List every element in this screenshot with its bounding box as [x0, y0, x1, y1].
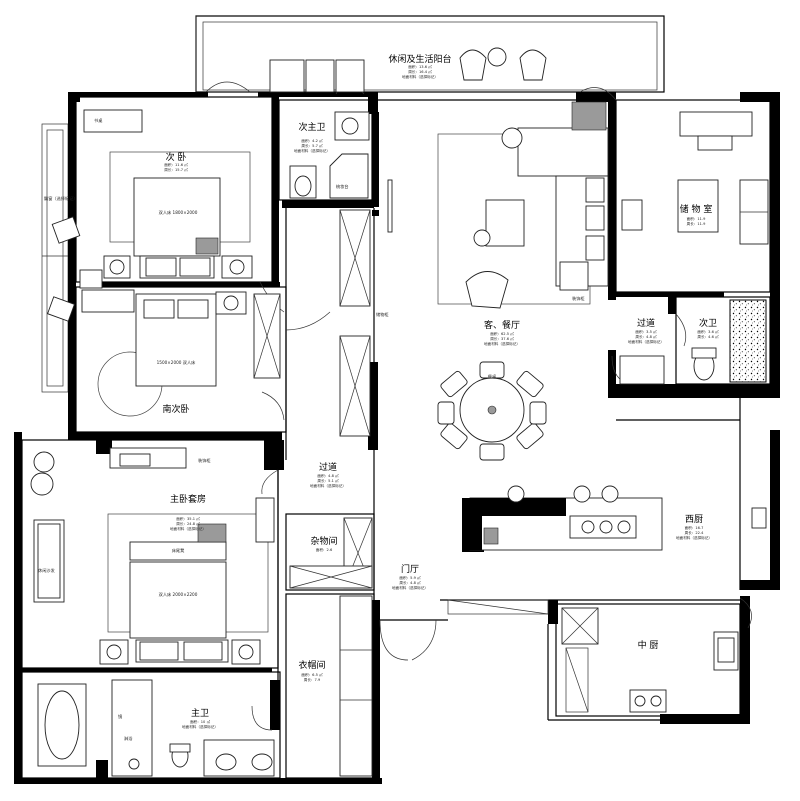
svg-text:地面材料（选择标记）: 地面材料（选择标记）	[182, 724, 218, 729]
dining-top-label: 餐桌	[488, 373, 497, 380]
bed-secondary-label: 双人床 1800×2000	[159, 209, 198, 216]
dining-set	[437, 361, 547, 461]
guest-bath-fixtures	[619, 299, 767, 385]
svg-text:面积：35.1 ㎡: 面积：35.1 ㎡	[176, 516, 200, 521]
label-secondary-bedroom: 次 卧	[166, 151, 187, 163]
label-master-bath: 主卫	[191, 707, 209, 719]
svg-text:周长：5.7 ㎡: 周长：5.7 ㎡	[301, 143, 323, 148]
svg-text:地面材料（选择标记）: 地面材料（选择标记）	[392, 585, 428, 590]
svg-text:周长：22.4: 周长：22.4	[685, 530, 704, 535]
mirror-label: 镜	[118, 713, 123, 720]
label-chinese-kitchen: 中 厨	[638, 639, 659, 651]
tv-cabinet-label: 装饰柜	[198, 457, 211, 464]
secondary-bath-fixtures	[269, 59, 370, 199]
label-storage: 杂物间	[310, 535, 337, 547]
svg-text:地面材料（选择标记）: 地面材料（选择标记）	[294, 148, 330, 153]
bed-south-label: 1500×2000 双人床	[157, 359, 197, 366]
svg-text:面积：13.6 ㎡: 面积：13.6 ㎡	[408, 64, 432, 69]
desk-label: 书桌	[94, 117, 103, 124]
bay-window-label: 飘窗（选择标记）	[44, 195, 78, 202]
label-master-bedroom: 主卧套房	[170, 493, 206, 505]
label-wardrobe: 衣帽间	[298, 659, 325, 671]
svg-text:周长：37.6 ㎡: 周长：37.6 ㎡	[490, 336, 514, 341]
svg-text:地面材料（选择标记）: 地面材料（选择标记）	[170, 526, 206, 531]
label-corridor-east: 过道	[637, 317, 655, 329]
label-western-kitchen: 西厨	[685, 514, 703, 525]
corridor-cabinets	[339, 179, 393, 437]
label-south-bedroom: 南次卧	[162, 403, 189, 415]
svg-text:面积：11.9: 面积：11.9	[687, 216, 706, 221]
study-furniture	[621, 111, 769, 245]
label-secondary-bath: 次主卫	[298, 121, 325, 133]
bay-window-left	[41, 123, 69, 393]
svg-text:面积：16.7: 面积：16.7	[685, 525, 704, 530]
pet-label: 储物柜	[376, 311, 389, 318]
label-leisure: 休闲及生活阳台	[388, 53, 451, 65]
svg-text:周长：11.9: 周长：11.9	[687, 221, 706, 226]
svg-text:面积：2.6: 面积：2.6	[316, 547, 333, 552]
dressing-label: 梳妆台	[336, 183, 349, 190]
label-study: 储 物 室	[680, 203, 713, 215]
kitchen-island	[462, 485, 767, 551]
svg-text:周长：5.1 ㎡: 周长：5.1 ㎡	[317, 478, 339, 483]
sofa-chair-label: 休闲沙发	[38, 567, 56, 574]
svg-text:地面材料（选择标记）: 地面材料（选择标记）	[310, 483, 346, 488]
svg-text:地面材料（选择标记）: 地面材料（选择标记）	[484, 341, 520, 346]
svg-text:地面材料（选择标记）: 地面材料（选择标记）	[402, 74, 438, 79]
svg-text:面积：4.8 ㎡: 面积：4.8 ㎡	[317, 473, 339, 478]
svg-text:面积：5.9 ㎡: 面积：5.9 ㎡	[399, 575, 421, 580]
svg-text:周长：7.9: 周长：7.9	[304, 677, 321, 682]
svg-text:面积：3.5 ㎡: 面积：3.5 ㎡	[635, 329, 657, 334]
secondary-bedroom-furniture	[51, 109, 253, 289]
svg-text:地面材料（选择标记）: 地面材料（选择标记）	[628, 339, 664, 344]
chinese-kitchen-fixtures	[447, 599, 739, 713]
label-entrance: 门厅	[401, 563, 419, 575]
label-living-dining: 客、餐厅	[484, 319, 520, 331]
svg-text:面积：3.6 ㎡: 面积：3.6 ㎡	[697, 329, 719, 334]
label-guest-bath: 次卫	[699, 317, 717, 329]
svg-text:面积：11.6 ㎡: 面积：11.6 ㎡	[164, 162, 188, 167]
svg-text:地面材料（选择标记）: 地面材料（选择标记）	[676, 535, 712, 540]
master-bath-fixtures	[37, 679, 275, 777]
storage-wardrobe	[289, 517, 373, 777]
svg-text:周长：24.8 ㎡: 周长：24.8 ㎡	[176, 521, 200, 526]
svg-text:周长：16.4 ㎡: 周长：16.4 ㎡	[408, 69, 432, 74]
bench-label: 床尾凳	[172, 547, 185, 554]
lr-note-label: 装饰柜	[572, 295, 585, 302]
south-bedroom-furniture	[47, 289, 281, 417]
living-room-furniture	[437, 47, 609, 309]
svg-text:周长：4.8 ㎡: 周长：4.8 ㎡	[635, 334, 657, 339]
furniture-labels: 书桌 双人床 1800×2000 1500×2000 双人床 床尾凳 双人床 2…	[38, 117, 585, 742]
label-corridor: 过道	[319, 461, 337, 473]
svg-text:周长：4.8 ㎡: 周长：4.8 ㎡	[399, 580, 421, 585]
svg-text:面积：62.5 ㎡: 面积：62.5 ㎡	[490, 331, 514, 336]
master-bedroom-furniture	[30, 447, 275, 665]
doors	[205, 81, 752, 731]
svg-text:面积：4.2 ㎡: 面积：4.2 ㎡	[301, 138, 323, 143]
svg-text:面积：10 ㎡: 面积：10 ㎡	[190, 719, 210, 724]
room-labels: 休闲及生活阳台 面积：13.6 ㎡ 周长：16.4 ㎡ 地面材料（选择标记） 次…	[162, 53, 719, 729]
bed-master-label: 双人床 2000×2200	[159, 591, 198, 598]
partitions	[21, 96, 771, 779]
svg-text:周长：4.6 ㎡: 周长：4.6 ㎡	[697, 334, 719, 339]
shower-label: 淋浴	[124, 735, 133, 742]
svg-text:周长：15.7 ㎡: 周长：15.7 ㎡	[164, 167, 188, 172]
svg-text:面积：6.5 ㎡: 面积：6.5 ㎡	[301, 672, 323, 677]
leisure-balcony	[195, 15, 665, 93]
